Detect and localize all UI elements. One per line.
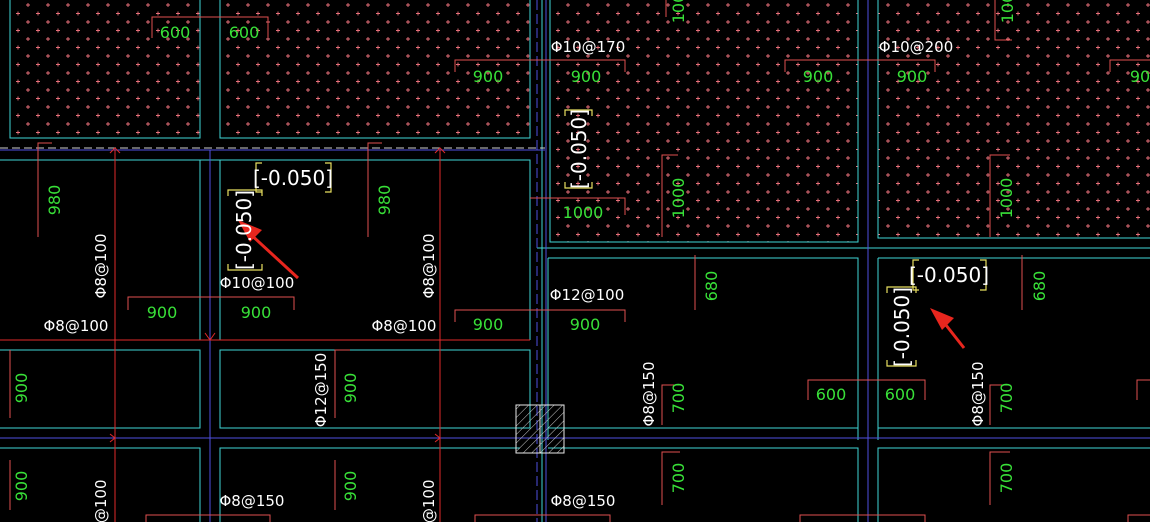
dim-900-v1: 900 — [12, 373, 31, 404]
dim-600-b: 600 — [229, 23, 260, 42]
dim-1000-v: 1000 — [669, 178, 688, 219]
dim-900-v4: 900 — [341, 471, 360, 502]
dim-90-edge: 90 — [1130, 67, 1150, 86]
rebar-8-100-h2: Φ8@100 — [372, 317, 437, 335]
dim-900-m4: 900 — [570, 315, 601, 334]
rebar-12-150: Φ12@150 — [312, 353, 330, 428]
dim-900-top1: 900 — [473, 67, 504, 86]
rebar-8-150-h1: Φ8@150 — [220, 492, 285, 510]
dim-700-b: 700 — [669, 463, 688, 494]
rebar-8-100-v2: Φ8@100 — [420, 234, 438, 299]
dim-980-a: 980 — [45, 185, 64, 216]
arrow-left[interactable] — [246, 230, 300, 280]
rebar-10-200: Φ10@200 — [879, 38, 954, 56]
dim-680-a: 680 — [702, 271, 721, 302]
slab-hatch-top-mid — [220, 0, 530, 138]
arrow-left-head — [238, 220, 262, 242]
annotation-arrows[interactable] — [238, 220, 966, 349]
elevation-top: [-0.050] — [253, 166, 333, 190]
rebar-8-100-v1: Φ8@100 — [92, 234, 110, 299]
elevation-right-vertical: [-0.050] — [890, 287, 914, 367]
dim-600-d: 600 — [885, 385, 916, 404]
rebar-labels: Φ10@170 Φ10@200 Φ10@100 Φ8@100 Φ8@100 Φ1… — [44, 38, 987, 522]
slab-hatch-upper-mid — [550, 0, 858, 242]
dim-680-b: 680 — [1030, 271, 1049, 302]
dim-100-top1: 100 — [669, 0, 688, 23]
elevation-mid-vertical: [-0.050] — [567, 109, 591, 189]
dim-700-d: 700 — [997, 463, 1016, 494]
rebar-8-150-h2: Φ8@150 — [551, 492, 616, 510]
dim-900-top4: 900 — [897, 67, 928, 86]
dim-100-top2: 100 — [998, 0, 1017, 23]
elevation-right: [-0.050] — [909, 263, 989, 287]
elevation-brackets — [227, 109, 987, 367]
dim-600-a: 600 — [160, 23, 191, 42]
arrow-right-head — [930, 308, 954, 330]
dim-900-top2: 900 — [571, 67, 602, 86]
elevation-labels: [-0.050] [-0.050] [-0.050] [-0.050] [-0.… — [232, 109, 989, 367]
dimension-labels: 600 600 900 900 900 900 90 1000 900 900 … — [12, 0, 1150, 501]
rebar-8-100-h1: Φ8@100 — [44, 317, 109, 335]
dim-700-c: 700 — [997, 383, 1016, 414]
rebar-8-100-v4: Φ8@100 — [420, 480, 438, 522]
dim-1000-h: 1000 — [563, 203, 604, 222]
dim-900-top3: 900 — [803, 67, 834, 86]
rebar-8-150-v2: Φ8@150 — [969, 362, 987, 427]
dim-900-v3: 900 — [12, 471, 31, 502]
rebar-8-100-v3: Φ8@100 — [92, 480, 110, 522]
slab-hatch-upper-right — [878, 0, 1150, 238]
dim-600-c: 600 — [816, 385, 847, 404]
dim-1000-v2: 1000 — [997, 178, 1016, 219]
dim-900-m2: 900 — [241, 303, 272, 322]
dimension-brackets — [9, 0, 1150, 522]
dim-700-a: 700 — [669, 383, 688, 414]
rebar-lines — [0, 147, 530, 522]
dim-900-m3: 900 — [473, 315, 504, 334]
rebar-10-170: Φ10@170 — [551, 38, 626, 56]
slab-hatch-top-left — [10, 0, 200, 138]
rebar-12-100: Φ12@100 — [550, 286, 625, 304]
rebar-10-100: Φ10@100 — [220, 274, 295, 292]
elevation-left-vertical: [-0.050] — [232, 190, 256, 270]
rebar-8-150-v1: Φ8@150 — [640, 362, 658, 427]
dim-980-b: 980 — [375, 185, 394, 216]
dim-900-m1: 900 — [147, 303, 178, 322]
dim-900-v2: 900 — [341, 373, 360, 404]
